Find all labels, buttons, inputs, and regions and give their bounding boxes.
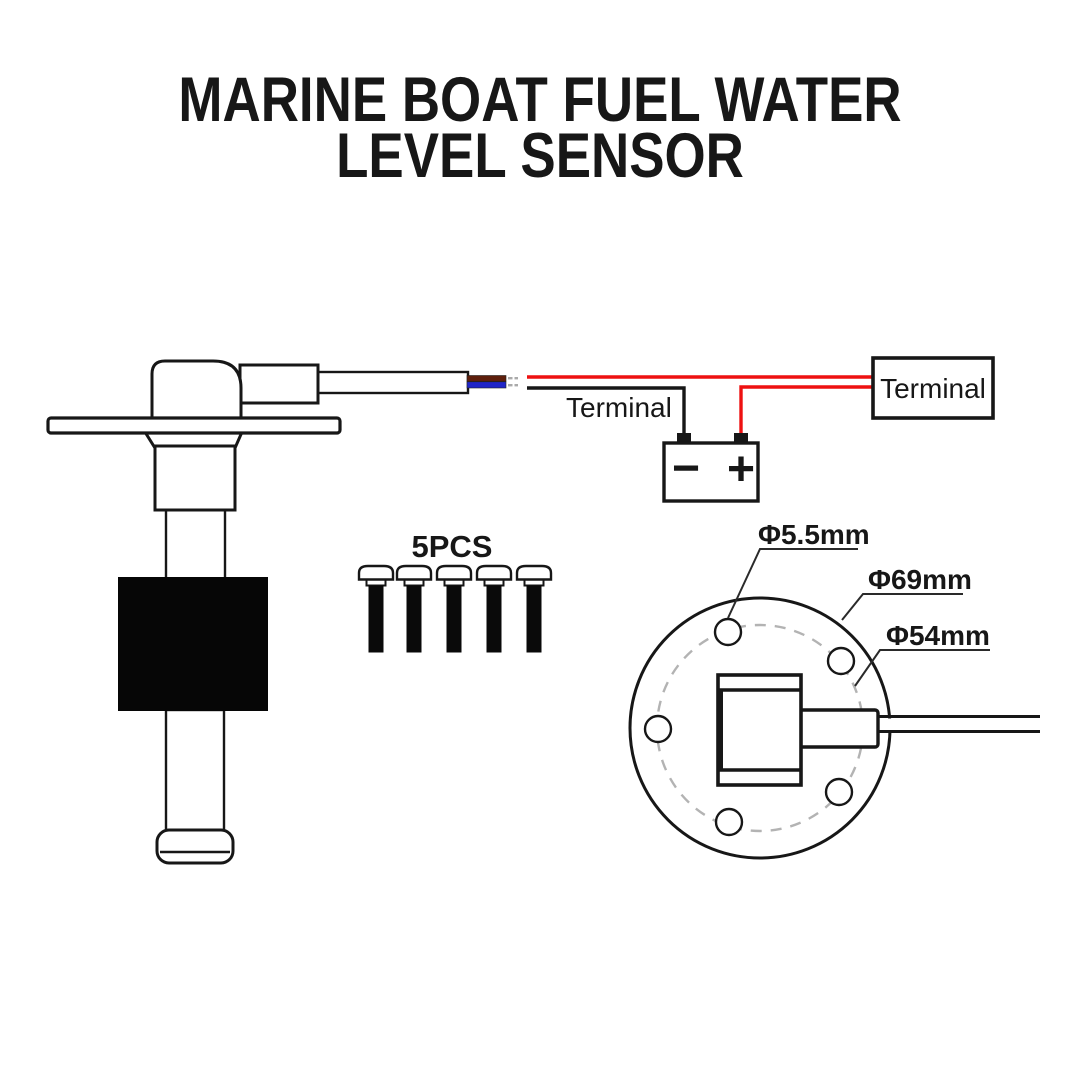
outer-diameter-label: Φ69mm [868,564,972,595]
bolt-circle-diameter-label: Φ54mm [886,620,990,651]
bolt-hole [714,807,744,837]
terminal-box-label: Terminal [880,373,986,404]
screw-set: 5PCS [357,529,553,654]
battery-positive-post [734,433,748,444]
page-title: MARINE BOAT FUEL WATER LEVEL SENSOR [86,65,993,191]
battery-negative-symbol: − [672,442,700,495]
sensor-cable [316,370,470,395]
battery-positive-symbol: + [727,443,755,496]
screw [475,564,513,654]
sensor-side-view [46,359,518,865]
negative-wire [527,386,686,434]
battery [662,441,760,503]
sensor-body [153,444,237,512]
flange-top-view: Φ5.5mm Φ69mm Φ54mm [628,519,1042,860]
dimension-leaders [727,548,990,687]
bolt-holes [643,617,856,837]
bolt-hole [713,617,743,647]
hole-diameter-label: Φ5.5mm [758,519,870,550]
battery-positive-wire [739,385,873,434]
screw [435,564,473,654]
flange-connector-neck [798,708,880,749]
sensor-float [118,577,268,711]
terminal-box [871,356,995,420]
page-title-line1: MARINE BOAT FUEL WATER [178,65,902,135]
bolt-hole [824,777,854,807]
bolt-hole [826,646,856,676]
sensor-connector-block [238,363,320,405]
bolt-hole [643,714,673,744]
cable-mask [872,718,1042,730]
screw [515,564,553,654]
leader-hole-diameter [727,548,858,619]
battery-negative-post [677,433,691,444]
flange-connector-body [716,673,803,787]
leader-outer-diameter [841,593,963,621]
screw [395,564,433,654]
terminal-wire-label: Terminal [566,392,672,423]
leader-bolt-circle [854,649,990,687]
sensor-end-cap [155,828,235,865]
sensor-lower-tube [164,708,226,832]
sensor-flange-plate [46,416,342,435]
wiring-diagram: − + Terminal Terminal [527,356,995,503]
screw-count-label: 5PCS [412,529,493,564]
sensor-wire-brown [466,375,507,382]
screw [357,564,395,654]
sensor-head [150,359,243,422]
page-title-line2: LEVEL SENSOR [336,121,744,191]
sensor-upper-tube [164,507,227,582]
wire-break-dashes [508,377,518,387]
sensor-wire-blue [466,381,507,389]
